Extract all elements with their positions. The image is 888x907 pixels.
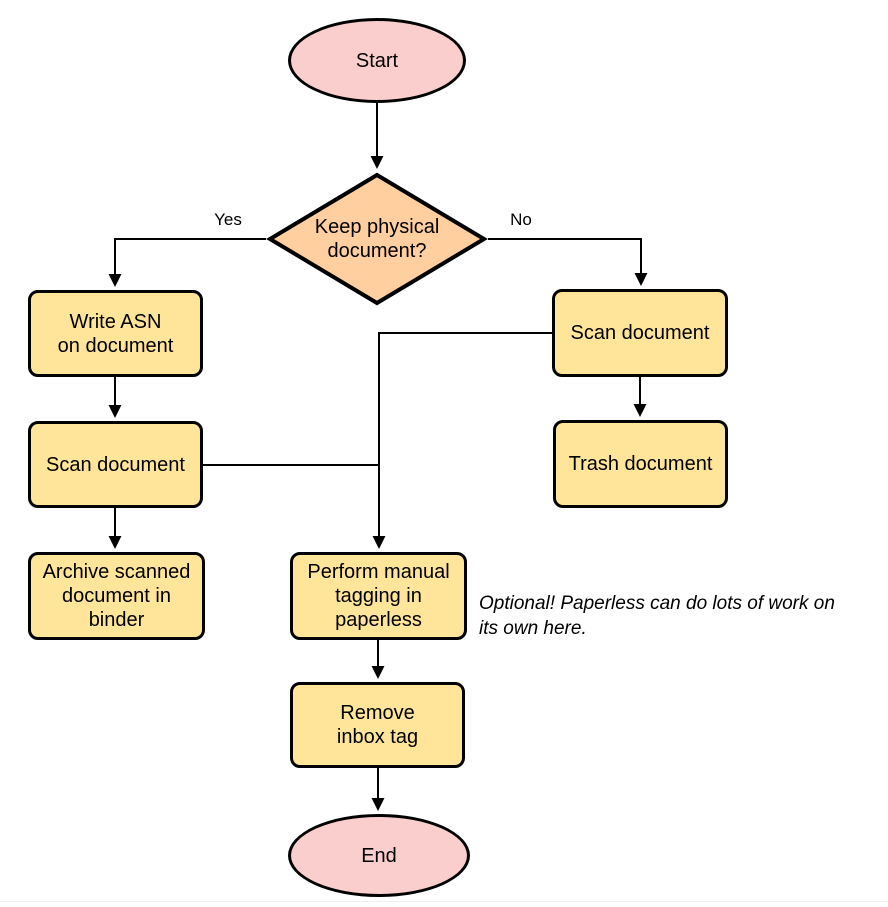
node-start: Start (288, 18, 466, 103)
annotation-optional-note: Optional! Paperless can do lots of work … (479, 593, 835, 640)
node-manual-tagging: Perform manual tagging in paperless (290, 552, 467, 640)
edge-decision-no (488, 238, 648, 286)
node-scan-document-right: Scan document (552, 289, 728, 377)
node-trash-document: Trash document (553, 420, 728, 508)
node-decision: Keep physical document? (266, 172, 488, 306)
node-write-asn: Write ASN on document (28, 290, 203, 377)
bottom-divider (0, 901, 888, 902)
edge-label-no: No (508, 210, 534, 230)
node-archive-binder: Archive scanned document in binder (28, 552, 205, 640)
edge-decision-yes (108, 238, 266, 287)
node-decision-label: Keep physical document? (314, 216, 440, 262)
edge-label-yes: Yes (212, 210, 244, 230)
node-end: End (288, 814, 470, 897)
node-remove-inbox-tag: Remove inbox tag (290, 682, 465, 768)
decision-diamond-shape (266, 172, 488, 306)
edge-scanright-to-tagging (372, 332, 552, 549)
node-scan-document-left: Scan document (28, 421, 203, 508)
